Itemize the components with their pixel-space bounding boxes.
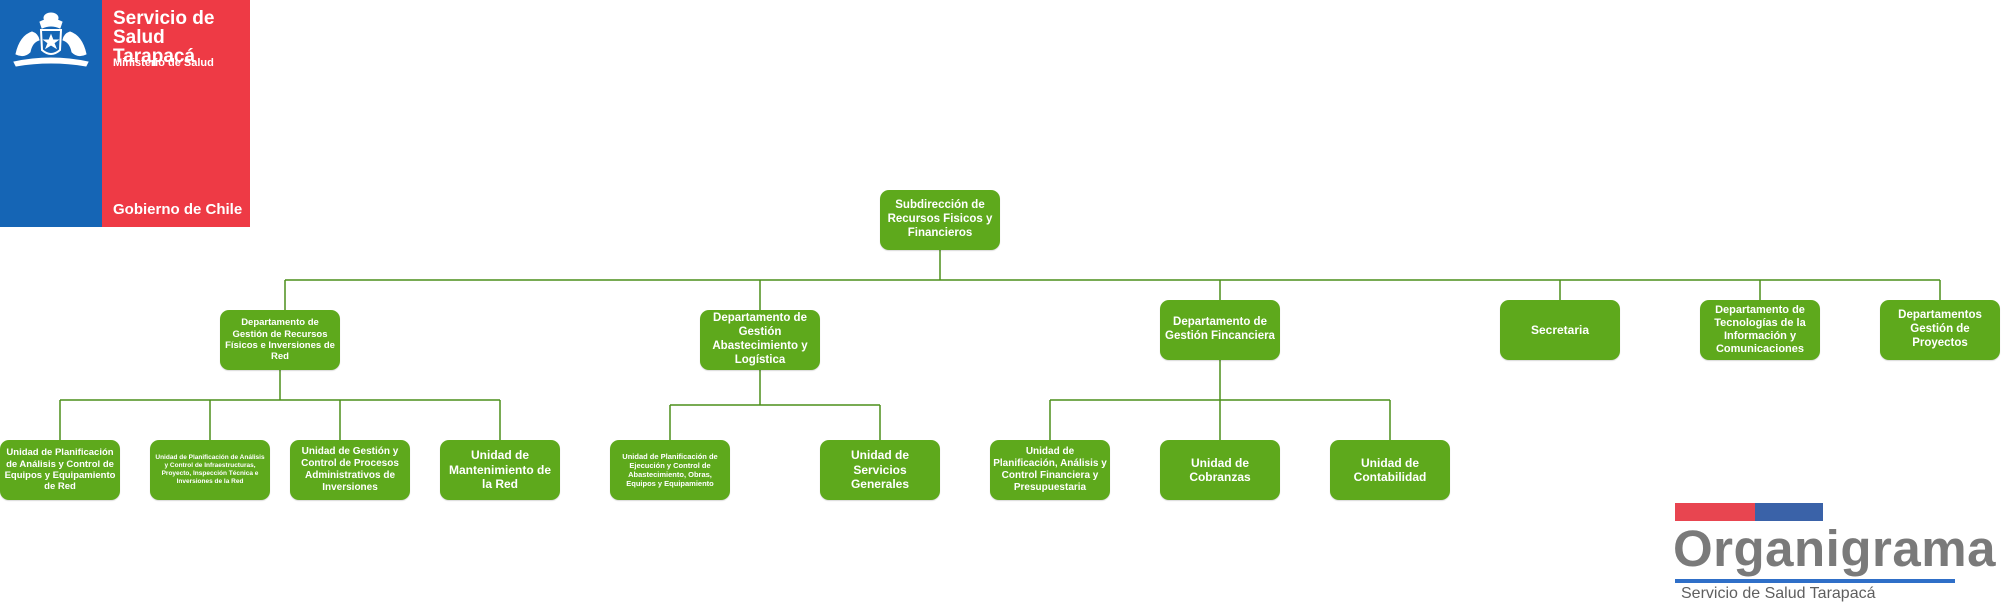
dept-label: Departamento de Gestión de Recursos Físi…: [225, 317, 335, 363]
government-logo: Servicio de Salud Tarapacá Ministerio de…: [0, 0, 250, 227]
unit-planificacion-equipos[interactable]: Unidad de Planificación de Análisis y Co…: [0, 440, 120, 500]
dept-label: Departamento de Gestión Fincanciera: [1165, 316, 1275, 342]
dept-tecnologias-informacion[interactable]: Departamento de Tecnologías de la Inform…: [1700, 300, 1820, 360]
unit-mantenimiento-red[interactable]: Unidad de Mantenimiento de la Red: [440, 440, 560, 500]
government-label: Gobierno de Chile: [113, 201, 243, 218]
dept-label: Departamento de Gestión Abastecimiento y…: [712, 312, 808, 366]
dept-gestion-financiera[interactable]: Departamento de Gestión Fincanciera: [1160, 300, 1280, 360]
unit-label: Unidad de Planificación de Análisis y Co…: [4, 447, 116, 493]
logo-red-panel: [102, 0, 250, 227]
unit-label: Unidad de Planificación de Análisis y Co…: [155, 454, 265, 485]
ministry-label: Ministerio de Salud: [113, 57, 214, 69]
dept-label: Departamento de Tecnologías de la Inform…: [1714, 303, 1806, 356]
dept-label: Secretaria: [1530, 322, 1590, 337]
chile-coat-of-arms-icon: [13, 12, 89, 67]
dept-gestion-proyectos[interactable]: Departamentos Gestión de Proyectos: [1880, 300, 2000, 360]
logo-blue-bar: [1755, 503, 1823, 521]
organigrama-logo: Organigrama Servicio de Salud Tarapacá: [1673, 503, 1995, 607]
unit-planificacion-abastecimiento[interactable]: Unidad de Planificación de Ejecución y C…: [610, 440, 730, 500]
unit-servicios-generales[interactable]: Unidad de Servicios Generales: [820, 440, 940, 500]
dept-abastecimiento-logistica[interactable]: Departamento de Gestión Abastecimiento y…: [700, 310, 820, 370]
unit-cobranzas[interactable]: Unidad de Cobranzas: [1160, 440, 1280, 500]
unit-label: Unidad de Mantenimiento de la Red: [448, 448, 551, 492]
unit-planificacion-financiera[interactable]: Unidad de Planificación, Análisis y Cont…: [990, 440, 1110, 500]
unit-planificacion-infraestructuras[interactable]: Unidad de Planificación de Análisis y Co…: [150, 440, 270, 500]
unit-label: Unidad de Gestión y Control de Procesos …: [301, 446, 399, 493]
organigrama-subtitle: Servicio de Salud Tarapacá: [1681, 585, 1876, 602]
organigrama-title: Organigrama: [1673, 520, 1996, 577]
unit-gestion-procesos-inversiones[interactable]: Unidad de Gestión y Control de Procesos …: [290, 440, 410, 500]
unit-label: Unidad de Servicios Generales: [850, 448, 910, 492]
unit-contabilidad[interactable]: Unidad de Contabilidad: [1330, 440, 1450, 500]
root-node-subdireccion[interactable]: Subdirección de Recursos Fisicos y Finan…: [880, 190, 1000, 250]
logo-underline: [1675, 579, 1955, 583]
unit-label: Unidad de Planificación, Análisis y Cont…: [993, 446, 1107, 493]
unit-label: Unidad de Planificación de Ejecución y C…: [622, 452, 718, 488]
dept-secretaria[interactable]: Secretaria: [1500, 300, 1620, 360]
dept-label: Departamentos Gestión de Proyectos: [1898, 309, 1982, 349]
unit-label: Unidad de Contabilidad: [1353, 455, 1427, 484]
dept-recursos-fisicos[interactable]: Departamento de Gestión de Recursos Físi…: [220, 310, 340, 370]
org-name: Servicio de Salud Tarapacá: [113, 8, 215, 67]
logo-red-bar: [1675, 503, 1755, 521]
unit-label: Unidad de Cobranzas: [1189, 455, 1251, 484]
root-node-label: Subdirección de Recursos Fisicos y Finan…: [887, 199, 993, 239]
